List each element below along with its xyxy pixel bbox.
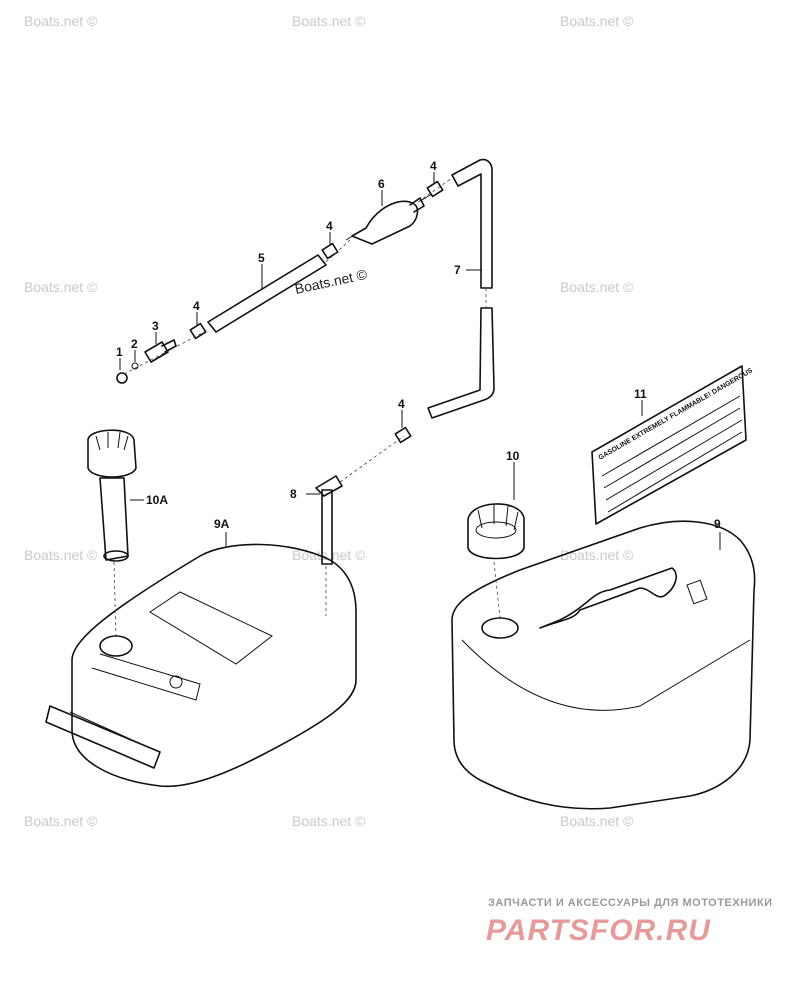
- part-small-1-2: [116, 362, 139, 384]
- watermark: Boats.net ©: [560, 279, 634, 295]
- watermark: Boats.net ©: [292, 13, 366, 29]
- part-primer-bulb-6: [345, 193, 433, 245]
- assembly-lines: [113, 177, 501, 641]
- brand-tagline: ЗАПЧАСТИ И АКСЕССУАРЫ ДЛЯ МОТОТЕХНИКИ: [488, 897, 773, 909]
- callout-1: 1: [116, 345, 123, 359]
- part-cap-10a: [87, 429, 137, 562]
- callout-5: 5: [258, 251, 265, 265]
- callout-4: 4: [430, 159, 437, 173]
- watermark: Boats.net ©: [24, 547, 98, 563]
- part-tank-9: [451, 520, 756, 810]
- part-pickup-tube-8: [315, 475, 343, 565]
- leaders: [119, 172, 721, 550]
- warning-label-text: GASOLINE EXTREMELY FLAMMABLE! DANGEROUS: [598, 367, 755, 462]
- watermark: Boats.net ©: [560, 547, 634, 563]
- callout-9: 9: [714, 517, 721, 531]
- watermark-center: Boats.net ©: [293, 266, 369, 297]
- part-warning-label-11: GASOLINE EXTREMELY FLAMMABLE! DANGEROUS: [591, 365, 755, 525]
- callout-7: 7: [454, 263, 461, 277]
- callout-6: 6: [378, 177, 385, 191]
- callout-4: 4: [193, 299, 200, 313]
- callout-3: 3: [152, 319, 159, 333]
- callout-4: 4: [326, 219, 333, 233]
- part-fitting-4: [189, 180, 444, 444]
- part-hose-7: [427, 158, 495, 419]
- watermark: Boats.net ©: [24, 279, 98, 295]
- callout-4: 4: [398, 397, 405, 411]
- watermark: Boats.net ©: [24, 13, 98, 29]
- callout-10a: 10A: [146, 493, 168, 507]
- callout-11: 11: [634, 387, 647, 401]
- watermark: Boats.net ©: [560, 13, 634, 29]
- callouts: 1 2 3 4 5 6 4 7 4 8 10A 9A 10 9 4 11: [116, 159, 721, 531]
- watermark: Boats.net ©: [24, 813, 98, 829]
- watermark: Boats.net ©: [292, 547, 366, 563]
- brand-watermark: ЗАПЧАСТИ И АКСЕССУАРЫ ДЛЯ МОТОТЕХНИКИ PA…: [486, 897, 773, 947]
- brand-name: PARTSFOR.RU: [486, 914, 711, 947]
- watermark: Boats.net ©: [292, 813, 366, 829]
- part-connector-3: [144, 339, 177, 363]
- part-tank-9a: [45, 543, 357, 788]
- part-hose-5: [207, 254, 327, 333]
- watermark: Boats.net ©: [560, 813, 634, 829]
- callout-9a: 9A: [214, 517, 230, 531]
- callout-2: 2: [131, 337, 138, 351]
- watermarks: Boats.net © Boats.net © Boats.net © Boat…: [24, 13, 634, 829]
- callout-8: 8: [290, 487, 297, 501]
- callout-10: 10: [506, 449, 520, 463]
- part-cap-10: [467, 503, 525, 560]
